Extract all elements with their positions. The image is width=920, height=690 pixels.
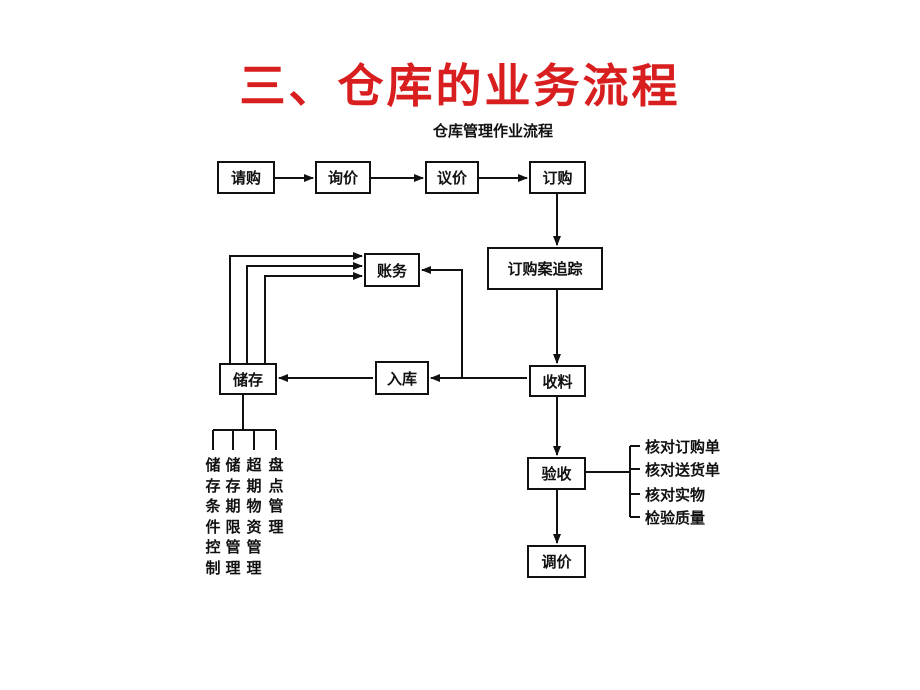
storage-item-period: 储存期限管理: [225, 456, 241, 577]
request-box: 请购: [217, 161, 275, 194]
inspection-item-order: 核对订购单: [645, 438, 721, 456]
arrow-storage-accounts-3: [264, 272, 363, 363]
accounts-box: 账务: [364, 253, 420, 287]
storage-item-conditions: 储存条件控制: [205, 456, 221, 577]
diagram-subtitle: 仓库管理作业流程: [433, 122, 554, 140]
order-box: 订购: [529, 161, 586, 194]
order-tracking-box: 订购案追踪: [487, 247, 603, 290]
storage-item-stocktake: 盘点管理: [268, 456, 284, 536]
inspection-box: 验收: [527, 457, 586, 490]
page-title: 三、仓库的业务流程: [239, 59, 681, 113]
warehousing-box: 入库: [375, 361, 429, 395]
arrow-storage-accounts-1: [229, 252, 363, 363]
storage-box: 储存: [219, 363, 277, 395]
allocation-box: 调价: [527, 545, 586, 578]
arrow-storage-accounts-2: [246, 262, 363, 363]
arrow-receiving-accounts: [421, 266, 463, 378]
inspection-item-goods: 核对实物: [645, 486, 706, 504]
inspection-item-quality: 检验质量: [645, 509, 706, 527]
inspection-item-delivery: 核对送货单: [645, 461, 721, 479]
receiving-box: 收料: [529, 365, 586, 397]
inquiry-box: 询价: [315, 161, 371, 194]
storage-item-overdue: 超期物资管理: [246, 456, 262, 577]
negotiate-box: 议价: [425, 161, 479, 194]
